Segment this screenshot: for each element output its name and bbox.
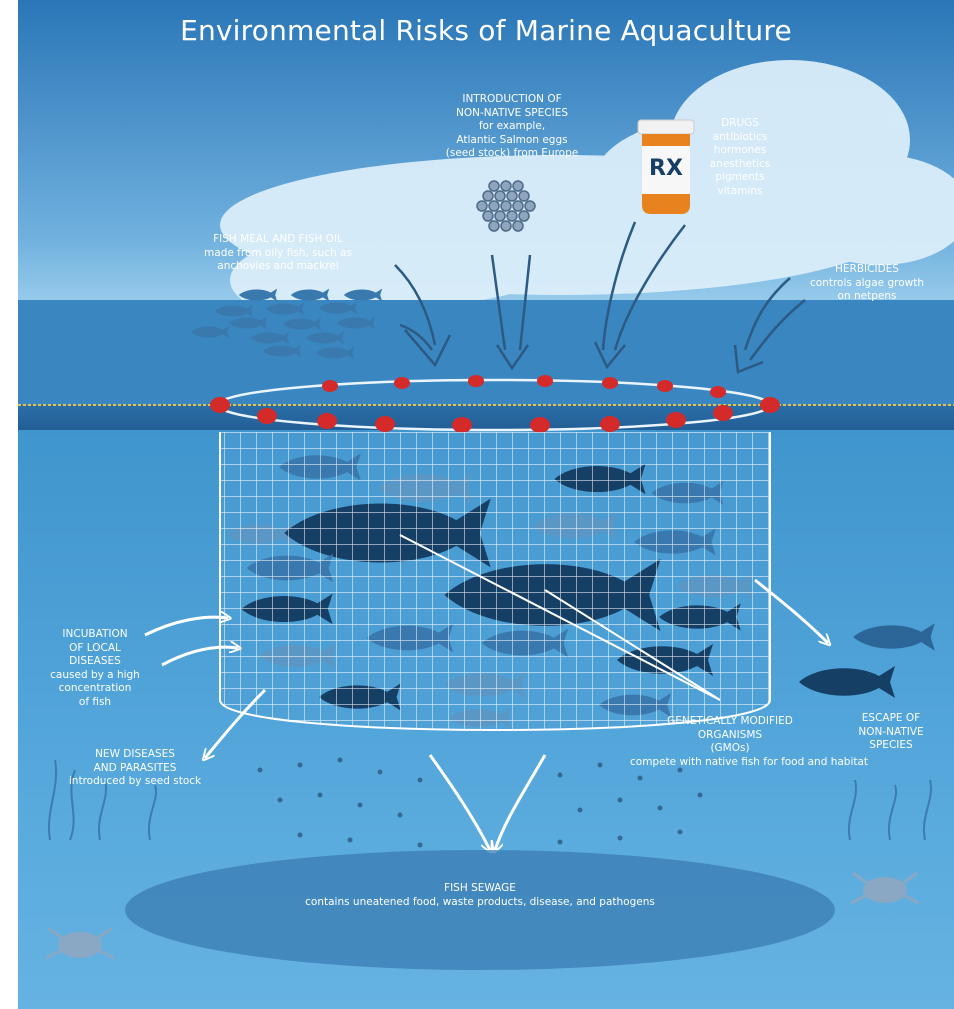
label-heading: NEW DISEASES AND PARASITES — [93, 748, 177, 774]
label-gmo: GENETICALLY MODIFIED ORGANISMS (GMOs) co… — [630, 715, 869, 769]
label-fish-meal: FISH MEAL AND FISH OIL made from oily fi… — [178, 233, 378, 274]
rx-symbol: RX — [649, 156, 683, 181]
label-new-diseases: NEW DISEASES AND PARASITES introduced by… — [60, 748, 210, 789]
label-body: for example, Atlantic Salmon eggs (seed … — [445, 120, 579, 159]
sewage-particles — [257, 757, 703, 848]
label-herbicides: HERBICIDES controls algae growth on netp… — [792, 263, 942, 304]
label-body: caused by a high concentration of fish — [50, 668, 140, 708]
label-body: compete with native fish for food and ha… — [630, 755, 869, 768]
gmo-pointer — [399, 534, 721, 701]
label-heading: ESCAPE OF NON-NATIVE SPECIES — [858, 712, 924, 751]
seaweed-icon — [48, 759, 932, 841]
sea-surface — [18, 300, 954, 410]
label-heading: INTRODUCTION OF NON-NATIVE SPECIES — [455, 93, 568, 119]
label-body: made from oily fish, such as anchovies a… — [204, 246, 352, 273]
label-drugs: DRUGS antibiotics hormones anesthetics p… — [690, 117, 790, 198]
egg-cluster-icon — [476, 180, 536, 232]
label-body: controls algae growth on netpens — [810, 276, 924, 303]
crab-icon — [850, 871, 920, 905]
sewage-pile — [125, 850, 835, 970]
label-escape: ESCAPE OF NON-NATIVE SPECIES — [850, 712, 932, 753]
label-heading: INCUBATION OF LOCAL DISEASES — [62, 628, 128, 667]
label-heading: FISH MEAL AND FISH OIL — [213, 233, 343, 245]
net-outline — [219, 432, 771, 731]
label-heading: FISH SEWAGE — [444, 882, 516, 894]
label-body: introduced by seed stock — [68, 775, 202, 787]
arrow-icon — [394, 221, 806, 374]
label-non-native-species: INTRODUCTION OF NON-NATIVE SPECIES for e… — [412, 93, 612, 161]
label-heading: HERBICIDES — [835, 263, 899, 275]
infographic-title: Environmental Risks of Marine Aquacultur… — [180, 14, 792, 47]
arrow-icon — [144, 578, 828, 850]
gmo-pointer — [544, 589, 721, 701]
label-fish-sewage: FISH SEWAGE contains uneatened food, was… — [250, 882, 710, 909]
floats — [210, 375, 780, 433]
label-heading: GENETICALLY MODIFIED ORGANISMS (GMOs) — [667, 715, 793, 754]
label-body: antibiotics hormones anesthetics pigment… — [709, 130, 771, 197]
label-heading: DRUGS — [721, 117, 759, 129]
label-incubation: INCUBATION OF LOCAL DISEASES caused by a… — [30, 628, 160, 709]
crab-icon — [45, 926, 115, 960]
pill-bottle-icon — [637, 119, 695, 214]
label-body: contains uneatened food, waste products,… — [305, 895, 655, 908]
net-mesh — [220, 432, 770, 730]
